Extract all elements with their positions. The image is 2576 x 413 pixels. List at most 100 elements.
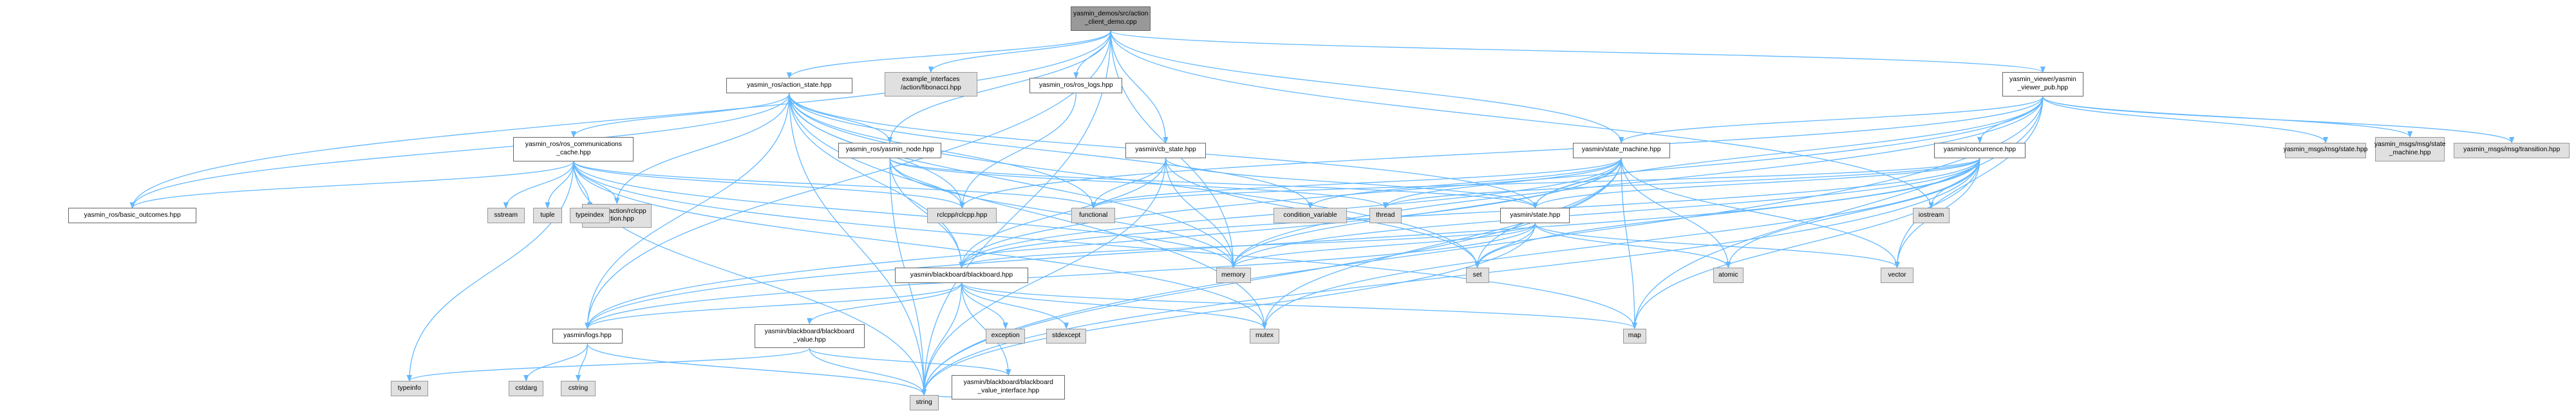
node-vector[interactable]: vector xyxy=(1881,268,1913,283)
node-cstdarg[interactable]: cstdarg xyxy=(509,381,544,397)
node-condition-variable[interactable]: condition_variable xyxy=(1273,208,1348,224)
node-cb-state-hpp[interactable]: yasmin/cb_state.hpp xyxy=(1125,142,1207,158)
edge-root-to-string xyxy=(924,30,1111,395)
edge-blackboard-to-bb_value_if xyxy=(961,282,1008,375)
node-ros-logs-hpp[interactable]: yasmin_ros/ros_logs.hpp xyxy=(1029,78,1123,94)
edge-concurrence-to-map xyxy=(1635,158,1980,329)
edge-root-to-action_state xyxy=(789,30,1111,78)
edge-concurrence-to-logs xyxy=(587,158,1980,329)
dependency-edges xyxy=(133,30,2512,399)
node-functional[interactable]: functional xyxy=(1071,208,1116,224)
edge-action_state-to-basic_outcomes xyxy=(133,93,790,208)
node-atomic[interactable]: atomic xyxy=(1713,268,1744,283)
edge-state-to-atomic xyxy=(1534,223,1728,268)
edge-viewer_pub-to-blackboard xyxy=(961,96,2044,268)
edge-viewer_pub-to-msg_trans xyxy=(2042,96,2512,143)
edge-state_machine-to-map xyxy=(1621,158,1635,329)
edge-logs-to-cstring xyxy=(578,344,588,381)
node-basic-outcomes-hpp[interactable]: yasmin_ros/basic_outcomes.hpp xyxy=(68,208,197,224)
edge-comm_cache-to-functional xyxy=(573,161,1093,208)
node-state-hpp[interactable]: yasmin/state.hpp xyxy=(1500,208,1570,224)
edge-state_machine-to-functional xyxy=(1093,158,1622,208)
node-example-interfaces-fibonacci-hpp[interactable]: example_interfaces /action/fibonacci.hpp xyxy=(885,72,977,97)
edge-concurrence-to-memory xyxy=(1234,158,1980,268)
edge-viewer_pub-to-string xyxy=(924,96,2044,395)
node-logs-hpp[interactable]: yasmin/logs.hpp xyxy=(552,328,623,344)
edge-comm_cache-to-memory xyxy=(573,161,1234,268)
node-yasmin-node-hpp[interactable]: yasmin_ros/yasmin_node.hpp xyxy=(838,142,942,158)
node-concurrence-hpp[interactable]: yasmin/concurrence.hpp xyxy=(1934,142,2026,158)
edge-root-to-state_machine xyxy=(1110,30,1621,143)
edge-action_state-to-cond_var xyxy=(789,93,1310,208)
edge-viewer_pub-to-state_machine xyxy=(1621,96,2044,143)
edge-root-to-example_if xyxy=(931,30,1111,73)
edge-viewer_pub-to-map xyxy=(1635,96,2044,328)
edge-concurrence-to-functional xyxy=(1093,158,1980,209)
edge-concurrence-to-atomic xyxy=(1728,158,1980,268)
edge-concurrence-to-blackboard xyxy=(961,158,1980,268)
node-iostream[interactable]: iostream xyxy=(1912,208,1950,224)
edge-concurrence-to-thread xyxy=(1386,158,1980,208)
edge-bb_value-to-typeinfo xyxy=(409,347,810,381)
edge-yasmin_node-to-thread xyxy=(889,158,1386,208)
edge-concurrence-to-set xyxy=(1478,158,1980,268)
node-blackboard-value-hpp[interactable]: yasmin/blackboard/blackboard _value.hpp xyxy=(754,324,865,349)
edge-action_state-to-functional xyxy=(789,93,1093,208)
node-typeinfo[interactable]: typeinfo xyxy=(391,381,428,397)
edge-cb_state-to-memory xyxy=(1165,158,1233,268)
edge-root-to-viewer_pub xyxy=(1110,30,2043,73)
edge-concurrence-to-mutex xyxy=(1264,158,1980,329)
edge-blackboard-to-logs xyxy=(587,282,963,329)
edge-root-to-logs xyxy=(587,30,1111,329)
node-msg-transition-hpp[interactable]: yasmin_msgs/msg/transition.hpp xyxy=(2454,142,2570,158)
edge-comm_cache-to-typeinfo xyxy=(409,161,574,381)
node-blackboard-value-interface-hpp[interactable]: yasmin/blackboard/blackboard _value_inte… xyxy=(952,375,1066,400)
edge-comm_cache-to-mutex xyxy=(573,161,1264,329)
edge-state-to-blackboard xyxy=(961,223,1536,268)
node-cstring[interactable]: cstring xyxy=(561,381,596,397)
node-rclcpp-hpp[interactable]: rclcpp/rclcpp.hpp xyxy=(927,208,997,224)
node-tuple[interactable]: tuple xyxy=(533,208,562,224)
node-state-machine-hpp[interactable]: yasmin/state_machine.hpp xyxy=(1572,142,1670,158)
edge-viewer_pub-to-memory xyxy=(1234,96,2044,268)
node-set[interactable]: set xyxy=(1465,268,1489,283)
edge-blackboard-to-mutex xyxy=(961,282,1264,329)
edge-action_state-to-rclcpp_action xyxy=(617,93,790,203)
edge-blackboard-to-stdexcept xyxy=(961,282,1066,329)
edge-state_machine-to-vector xyxy=(1621,158,1897,268)
edge-comm_cache-to-basic_outcomes xyxy=(133,161,574,208)
node-thread[interactable]: thread xyxy=(1369,208,1402,224)
node-msg-state-machine-hpp[interactable]: yasmin_msgs/msg/state _machine.hpp xyxy=(2374,136,2445,161)
edge-viewer_pub-to-msg_state xyxy=(2042,96,2326,143)
edge-concurrence-to-state xyxy=(1535,158,1980,208)
node-action-state-hpp[interactable]: yasmin_ros/action_state.hpp xyxy=(726,78,852,94)
edge-action_state-to-mutex xyxy=(789,93,1264,328)
edge-comm_cache-to-tuple xyxy=(547,161,574,208)
node-mutex[interactable]: mutex xyxy=(1249,328,1280,344)
edge-state_machine-to-logs xyxy=(587,158,1622,329)
node-action-client-demo-cpp[interactable]: yasmin_demos/src/action _client_demo.cpp xyxy=(1071,6,1151,31)
node-memory[interactable]: memory xyxy=(1216,268,1251,283)
node-yasmin-viewer-pub-hpp[interactable]: yasmin_viewer/yasmin _viewer_pub.hpp xyxy=(2002,72,2083,97)
node-stdexcept[interactable]: stdexcept xyxy=(1046,328,1086,344)
edge-action_state-to-yasmin_node xyxy=(789,93,890,143)
edge-blackboard-to-map xyxy=(961,282,1634,329)
edge-yasmin_node-to-blackboard xyxy=(889,158,961,268)
node-string[interactable]: string xyxy=(909,395,939,410)
node-map[interactable]: map xyxy=(1622,328,1646,344)
node-typeindex[interactable]: typeindex xyxy=(570,208,610,224)
edge-root-to-yasmin_node xyxy=(890,30,1111,143)
edge-blackboard-to-exception xyxy=(961,282,1005,329)
edge-state_machine-to-memory xyxy=(1234,158,1622,268)
edge-cb_state-to-blackboard xyxy=(961,158,1167,268)
node-blackboard-hpp[interactable]: yasmin/blackboard/blackboard.hpp xyxy=(895,268,1028,283)
node-sstream[interactable]: sstream xyxy=(487,208,525,224)
node-rclcpp-action-hpp[interactable]: rclcpp_action/rclcpp _action.hpp xyxy=(582,203,652,228)
edge-logs-to-cstdarg xyxy=(526,344,588,381)
node-ros-communications-cache-hpp[interactable]: yasmin_ros/ros_communications _cache.hpp xyxy=(513,136,634,161)
edge-ros_logs-to-rclcpp xyxy=(962,93,1076,208)
node-exception[interactable]: exception xyxy=(986,328,1026,344)
node-msg-state-hpp[interactable]: yasmin_msgs/msg/state.hpp xyxy=(2284,142,2367,158)
edge-state_machine-to-cond_var xyxy=(1310,158,1622,208)
edge-state-to-memory xyxy=(1234,223,1536,268)
